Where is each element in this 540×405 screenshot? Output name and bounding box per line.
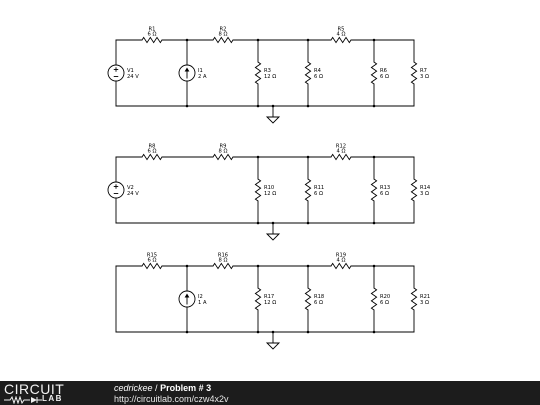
resistor-label: R11 [314,185,324,191]
source-label: V1 [127,68,134,74]
current-source-i2[interactable]: I21 A [178,265,207,333]
current-source-i1[interactable]: I12 A [178,39,207,107]
resistor-r9[interactable]: R98 Ω [187,144,259,161]
resistor-value: 3 Ω [420,300,429,306]
resistor-r8[interactable]: R86 Ω [115,144,189,161]
resistor-value: 6 Ω [148,32,157,38]
author-link[interactable]: cedrickee [114,383,153,393]
resistor-value: 3 Ω [420,74,429,80]
resistor-value: 6 Ω [380,74,389,80]
source-value: 1 A [198,300,207,306]
resistor-r7[interactable]: R73 Ω [410,39,429,107]
circuit-byline: cedrickee / Problem # 3 [114,383,211,394]
resistor-r2[interactable]: R28 Ω [187,27,259,44]
resistor-value: 6 Ω [380,191,389,197]
source-value: 24 V [127,74,139,80]
resistor-value: 6 Ω [148,258,157,264]
resistor-label: R19 [336,253,346,259]
resistor-value: 6 Ω [314,74,323,80]
source-value: 24 V [127,191,139,197]
resistor-label: R10 [264,185,274,191]
resistor-label: R1 [149,27,156,33]
resistor-value: 12 Ω [264,300,276,306]
circuitlab-logo[interactable]: CIRCUIT LAB [4,381,92,404]
resistor-value: 4 Ω [337,32,346,38]
resistor-value: 8 Ω [219,149,228,155]
logo-waveform-icon [4,396,42,404]
source-label: I2 [198,294,203,300]
source-label: V2 [127,185,134,191]
resistor-label: R12 [336,144,346,150]
resistor-r5[interactable]: R54 Ω [307,27,375,44]
footer-bar: CIRCUIT LAB cedrickee / Problem # 3 http… [0,381,540,405]
resistor-value: 4 Ω [337,258,346,264]
ground-icon [265,222,281,241]
resistor-label: R13 [380,185,390,191]
circuit-title: Problem # 3 [160,383,212,393]
resistor-value: 12 Ω [264,191,276,197]
resistor-label: R14 [420,185,431,191]
resistor-label: R2 [220,27,227,33]
byline-separator: / [155,383,158,393]
resistor-label: R9 [220,144,227,150]
resistor-label: R15 [147,253,157,259]
resistor-value: 12 Ω [264,74,276,80]
resistor-value: 6 Ω [314,191,323,197]
resistor-value: 6 Ω [314,300,323,306]
resistor-label: R21 [420,294,430,300]
resistor-value: 8 Ω [219,32,228,38]
resistor-label: R7 [420,68,427,74]
source-value: 2 A [198,74,207,80]
resistor-r1[interactable]: R16 Ω [115,27,189,44]
resistor-label: R6 [380,68,387,74]
resistor-label: R4 [314,68,322,74]
resistor-label: R18 [314,294,324,300]
resistor-value: 3 Ω [420,191,429,197]
resistor-value: 4 Ω [337,149,346,155]
circuit-url-link[interactable]: http://circuitlab.com/czw4x2v [114,394,229,404]
resistor-value: 8 Ω [219,258,228,264]
resistor-label: R5 [338,27,345,33]
source-label: I1 [198,68,203,74]
logo-wordmark-circuit: CIRCUIT [4,381,65,397]
resistor-value: 6 Ω [380,300,389,306]
logo-wordmark-lab: LAB [42,394,63,403]
ground-icon [265,105,281,124]
resistor-label: R16 [218,253,228,259]
resistor-r4[interactable]: R46 Ω [304,39,323,107]
resistor-label: R20 [380,294,390,300]
resistor-r6[interactable]: R66 Ω [370,39,389,107]
resistor-label: R3 [264,68,271,74]
resistor-label: R17 [264,294,274,300]
ground-icon [265,331,281,350]
resistor-value: 6 Ω [148,149,157,155]
resistor-label: R8 [149,144,156,150]
